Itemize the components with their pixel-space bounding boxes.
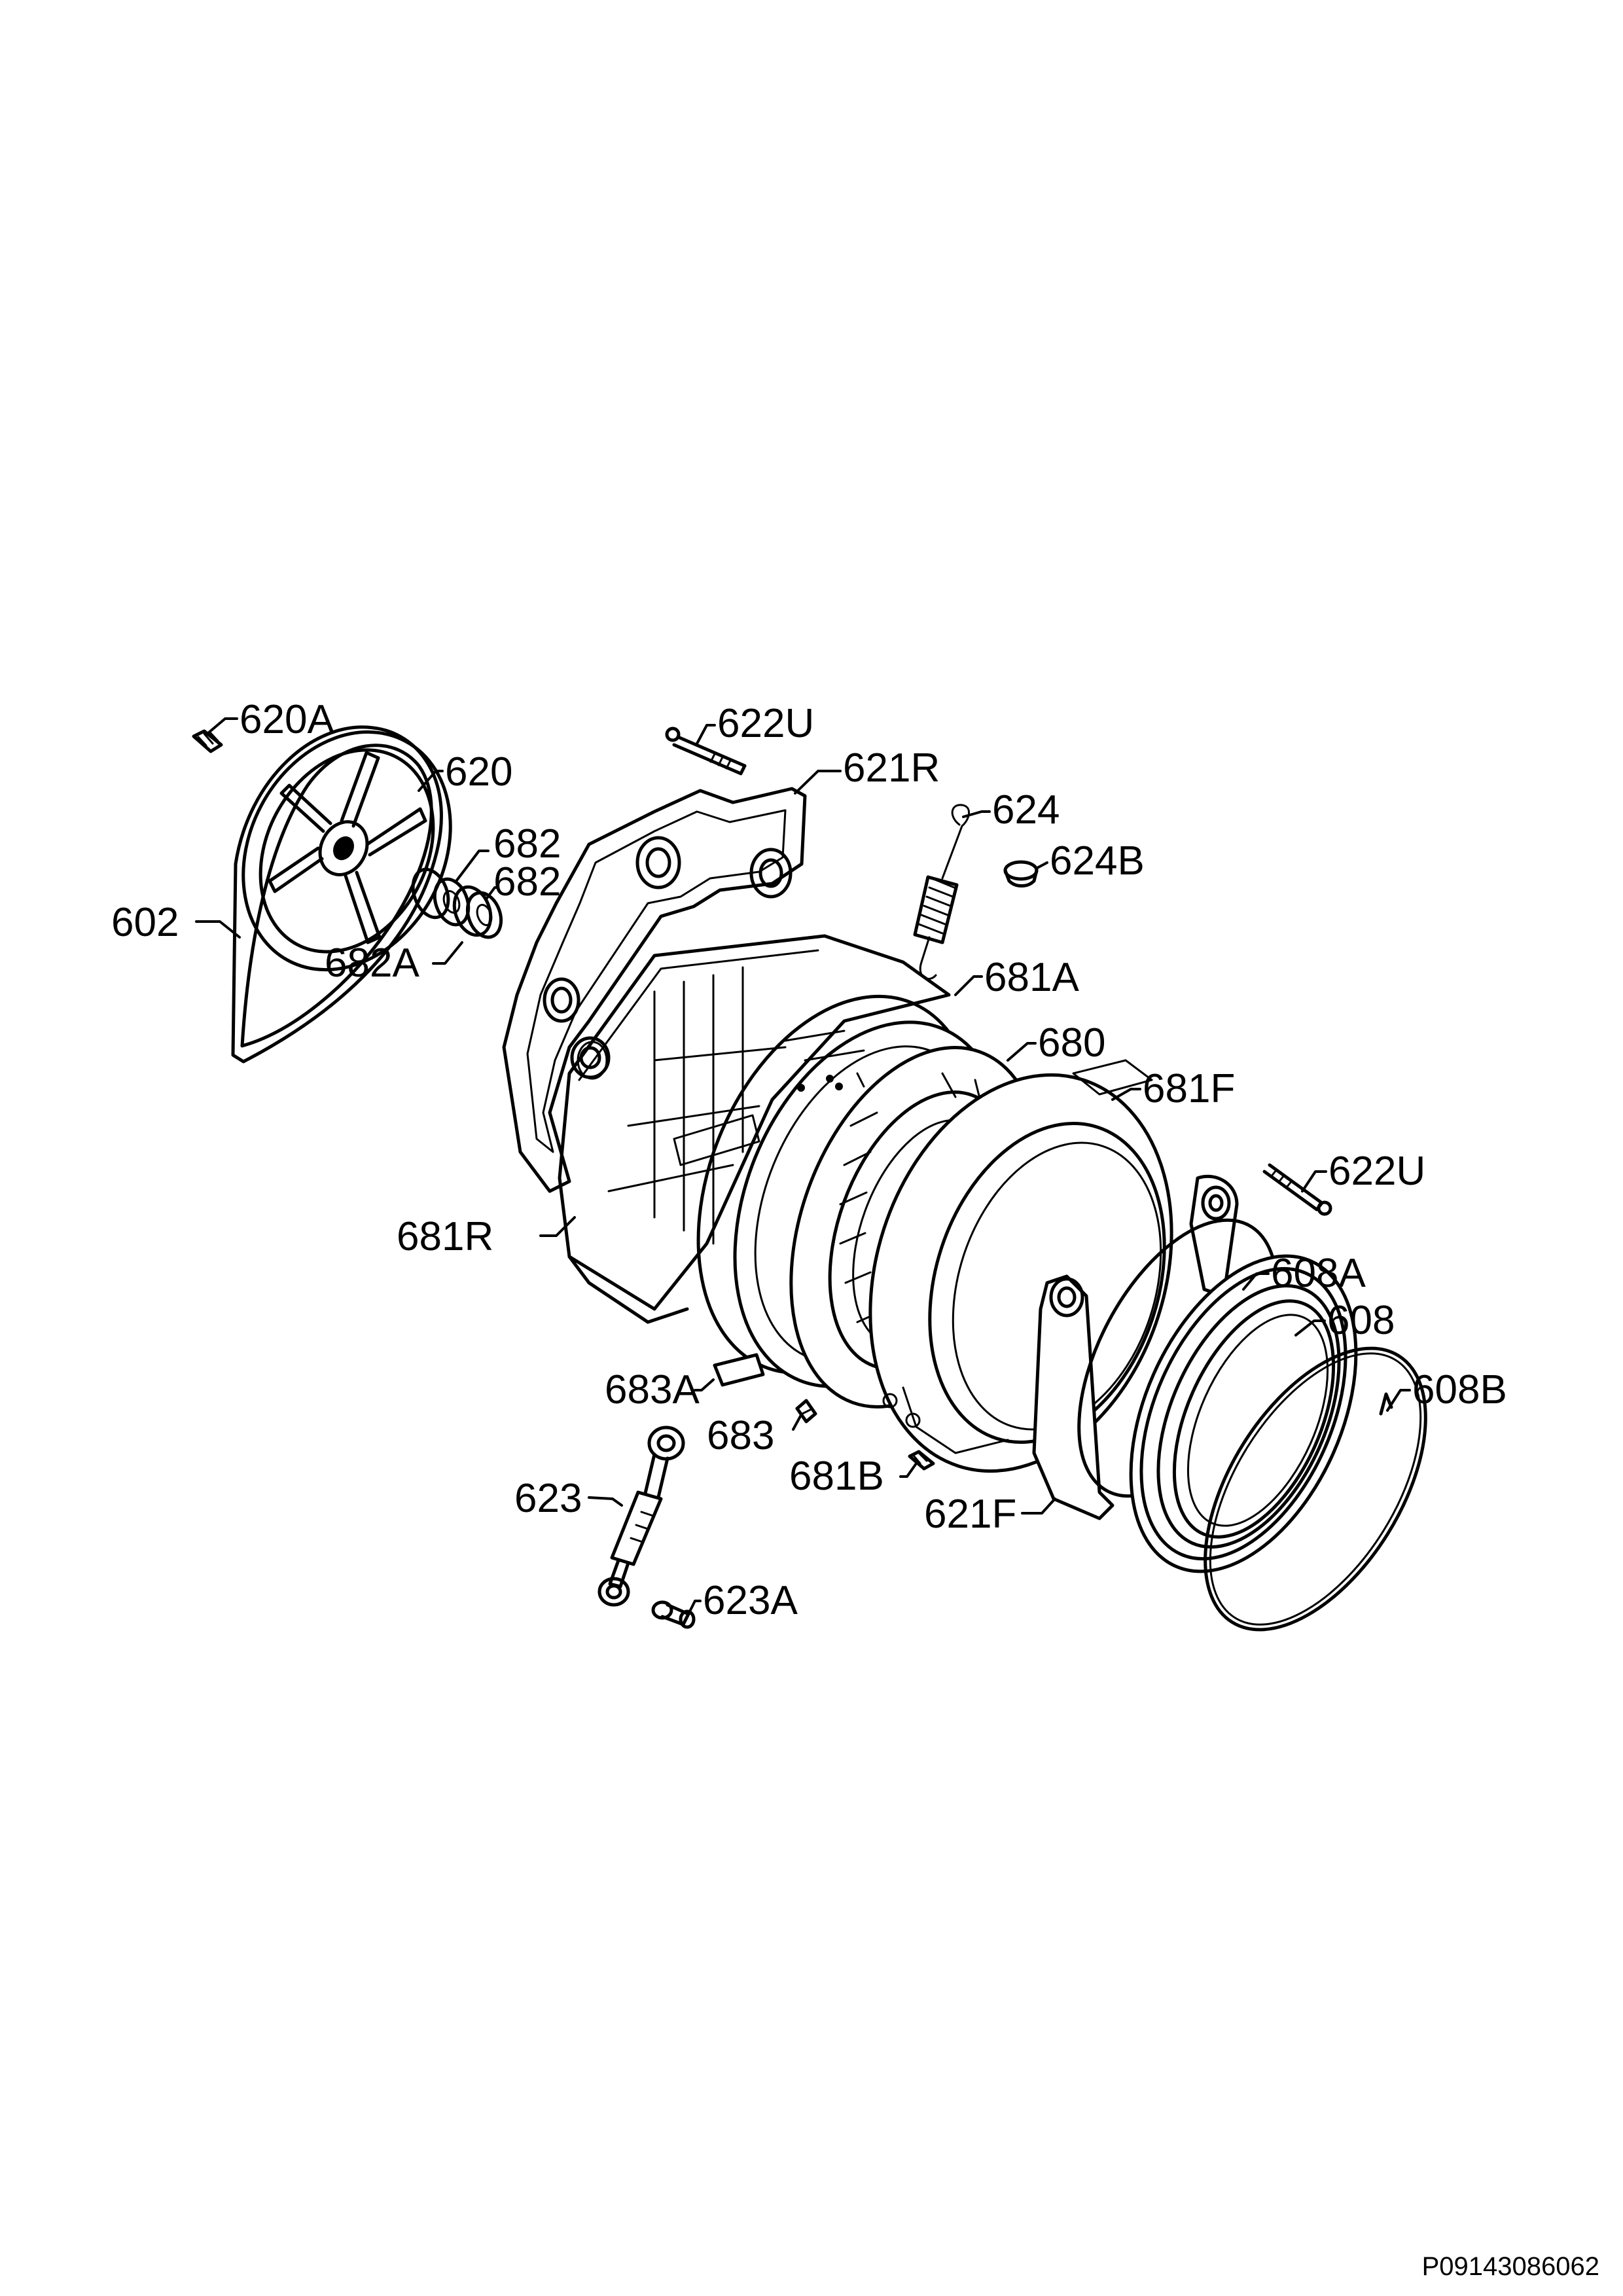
- callout-623: 623: [514, 1476, 582, 1521]
- part-624B-spring-bush: [1003, 860, 1039, 888]
- part-608-door-gasket: [1129, 1254, 1358, 1573]
- callout-683: 683: [707, 1413, 774, 1458]
- callout-608B: 608B: [1412, 1367, 1507, 1412]
- callout-681A: 681A: [984, 955, 1079, 1000]
- part-681B-screw: [908, 1450, 935, 1471]
- part-623-shock-absorber: [597, 1426, 685, 1607]
- callout-622U-top: 622U: [717, 701, 814, 746]
- callout-682-lower: 682: [493, 859, 561, 905]
- callout-680: 680: [1038, 1020, 1105, 1066]
- callout-621F: 621F: [924, 1492, 1016, 1537]
- document-reference: P09143086062: [1422, 2252, 1599, 2281]
- callout-620: 620: [445, 749, 512, 795]
- part-683-clip: [795, 1399, 817, 1424]
- part-623A-shock-pin: [651, 1600, 696, 1629]
- callout-681B: 681B: [789, 1454, 884, 1499]
- callout-624B: 624B: [1050, 838, 1145, 884]
- leader-lines: [195, 717, 1411, 1618]
- callout-620A: 620A: [240, 697, 334, 742]
- callout-622U-right: 622U: [1329, 1149, 1425, 1194]
- part-622U-right-bolt: [1262, 1163, 1332, 1216]
- callout-608: 608: [1327, 1298, 1395, 1343]
- part-602-drive-belt: [231, 725, 443, 1064]
- part-681F-front-tub: [868, 1059, 1173, 1473]
- part-682-bearings: [411, 867, 503, 939]
- callout-621R: 621R: [843, 745, 940, 791]
- part-624-spring: [913, 804, 970, 980]
- part-683A-pad: [713, 1353, 765, 1387]
- callout-682A: 682A: [325, 941, 419, 986]
- callout-602: 602: [111, 900, 179, 945]
- part-620A-pulley-screw: [192, 729, 223, 753]
- part-681R-rear-drum: [558, 934, 951, 1324]
- part-620-pulley: [241, 730, 452, 972]
- callout-683A: 683A: [605, 1367, 700, 1412]
- part-622U-top-bolt: [665, 726, 747, 776]
- part-608B-outer-ring: [1204, 1346, 1427, 1632]
- callout-682-upper: 682: [493, 821, 561, 867]
- callout-608A: 608A: [1271, 1251, 1366, 1296]
- callout-681F: 681F: [1143, 1066, 1235, 1111]
- callout-623A: 623A: [703, 1578, 798, 1623]
- callout-624: 624: [992, 787, 1060, 833]
- callout-681R: 681R: [397, 1214, 493, 1259]
- part-621F-front-arm: [1032, 1174, 1239, 1520]
